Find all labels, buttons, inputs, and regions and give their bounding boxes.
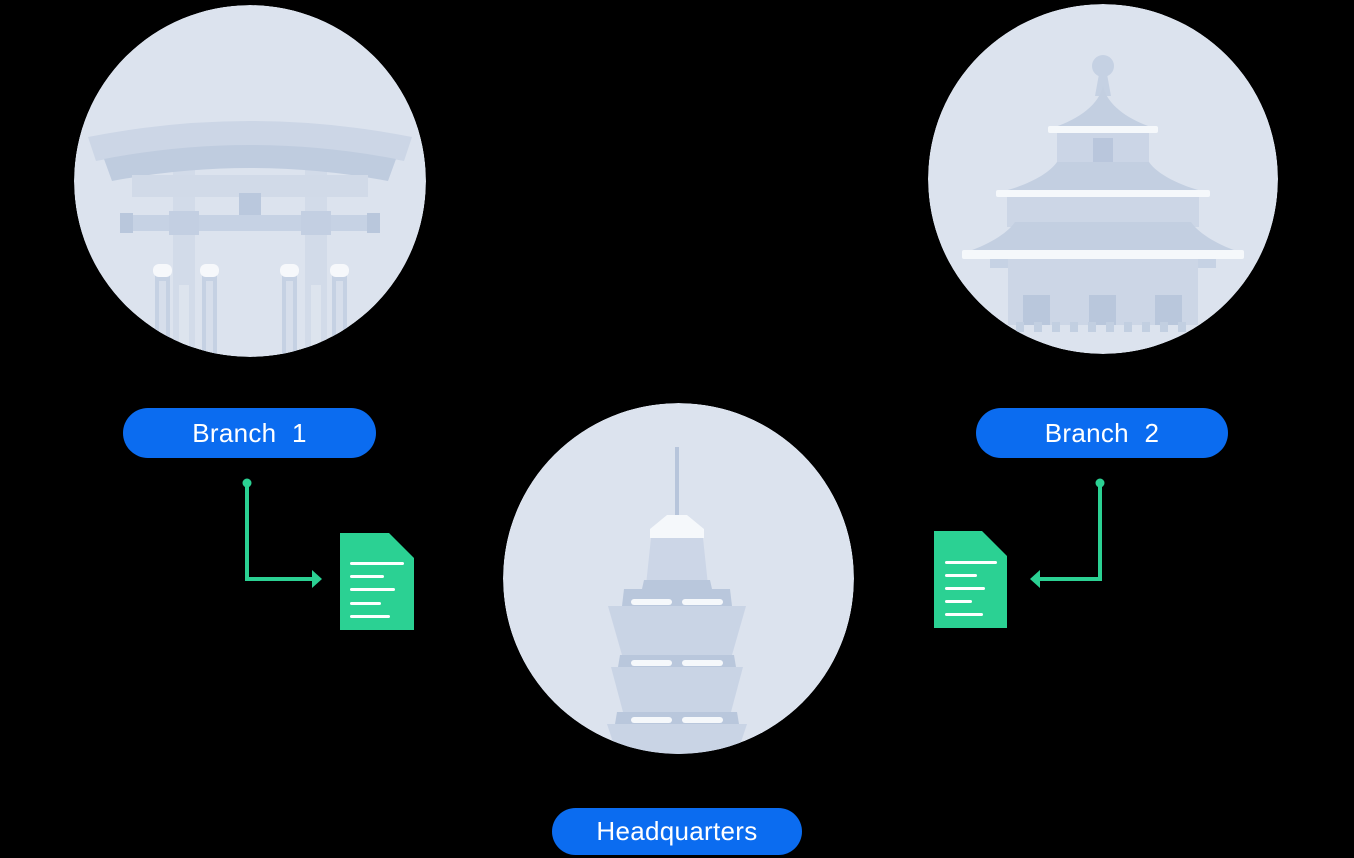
branch2-circle — [928, 4, 1278, 354]
document-icon — [340, 533, 414, 630]
torii-gate-icon — [74, 5, 426, 357]
arrow-left-icon — [1030, 570, 1040, 588]
tower-icon — [503, 403, 854, 754]
headquarters-label-pill[interactable]: Headquarters — [552, 808, 802, 855]
branch1-label-pill[interactable]: Branch 1 — [123, 408, 376, 458]
branch1-circle — [74, 5, 426, 357]
temple-icon — [928, 4, 1278, 354]
branch2-to-document-connector — [1030, 478, 1105, 588]
headquarters-circle — [503, 403, 854, 754]
branch2-label-pill[interactable]: Branch 2 — [976, 408, 1228, 458]
document-icon — [934, 531, 1007, 628]
arrow-right-icon — [312, 570, 322, 588]
branch1-to-document-connector — [242, 478, 322, 588]
